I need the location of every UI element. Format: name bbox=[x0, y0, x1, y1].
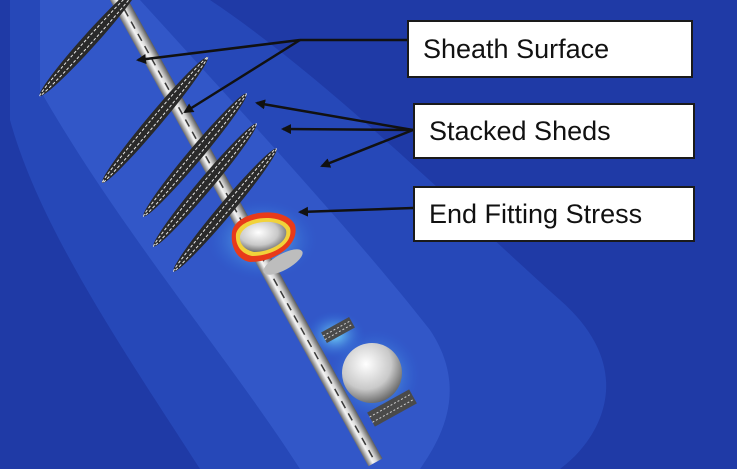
shed-3 bbox=[143, 93, 247, 217]
lower-collar bbox=[321, 316, 355, 344]
label-end-fitting-stress: End Fitting Stress bbox=[413, 186, 695, 242]
shed-4 bbox=[153, 123, 257, 247]
arrow-sheath-1 bbox=[136, 38, 301, 64]
arrow-sheds-1 bbox=[255, 99, 414, 132]
shed-5 bbox=[173, 148, 277, 272]
label-sheath-surface: Sheath Surface bbox=[407, 20, 693, 78]
arrow-sheds-3 bbox=[320, 128, 414, 168]
label-stacked-sheds: Stacked Sheds bbox=[413, 103, 695, 159]
ball-collar bbox=[367, 389, 417, 427]
callout-arrows bbox=[136, 38, 414, 217]
shed-1 bbox=[39, 0, 141, 97]
arrow-stress bbox=[298, 206, 414, 217]
ball-joint bbox=[342, 343, 402, 403]
shed-2 bbox=[101, 56, 209, 184]
end-fitting bbox=[231, 212, 303, 275]
arrow-sheds-2 bbox=[281, 124, 414, 135]
arrow-sheath-2 bbox=[183, 38, 301, 114]
insulator-rod bbox=[96, 0, 383, 467]
